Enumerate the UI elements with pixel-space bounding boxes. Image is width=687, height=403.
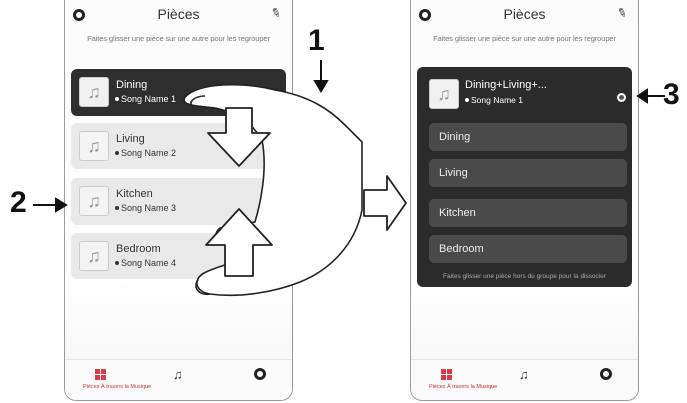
room-card-kitchen[interactable]: ♫ Kitchen Song Name 3: [71, 178, 286, 225]
hand-icon: [183, 83, 363, 297]
room-card-dining[interactable]: ♫ Dining Song Name 1: [71, 69, 286, 116]
group-member-bedroom[interactable]: Bedroom: [429, 235, 627, 263]
arrow-right-icon: [363, 175, 407, 231]
callout-number-1: 1: [308, 24, 325, 57]
logo-icon[interactable]: [73, 9, 85, 21]
music-note-icon: ♫: [79, 186, 109, 216]
room-name: Living: [116, 133, 145, 145]
song-name: Song Name 1: [465, 95, 523, 105]
song-name: Song Name 3: [114, 203, 177, 213]
room-name: Dining: [116, 79, 148, 91]
music-note-icon: ♫: [429, 79, 459, 109]
arrow-down-icon: [207, 107, 271, 167]
logo-icon[interactable]: [419, 9, 431, 21]
hint-text: Faites glisser une pièce sur une autre p…: [87, 34, 270, 43]
group-footer-hint: Faites glisser une pièce hors du groupe …: [443, 273, 606, 280]
hint-text: Faites glisser une pièce sur une autre p…: [433, 34, 616, 43]
music-note-icon: ♫: [79, 77, 109, 107]
music-note-icon: ♫: [79, 131, 109, 161]
group-member-kitchen[interactable]: Kitchen: [429, 199, 627, 227]
bottom-nav: Pièces À travers la Musique ♫: [411, 359, 638, 400]
group-member-dining[interactable]: Dining: [429, 123, 627, 151]
music-note-icon: ♫: [79, 241, 109, 271]
callout-number-3: 3: [663, 78, 680, 111]
rooms-grid-icon[interactable]: [441, 369, 452, 380]
group-toggle-icon[interactable]: [617, 93, 626, 102]
group-card[interactable]: ♫ Dining+Living+... Song Name 1 Dining L…: [417, 67, 632, 287]
group-member-living[interactable]: Living: [429, 159, 627, 187]
ring-icon[interactable]: [254, 368, 266, 380]
ring-icon[interactable]: [600, 368, 612, 380]
nav-rooms-label[interactable]: Pièces À travers la Musique: [83, 384, 152, 390]
page-title: Pièces: [157, 6, 200, 22]
music-note-icon[interactable]: ♫: [173, 367, 183, 382]
nav-rooms-label[interactable]: Pièces À travers la Musique: [429, 384, 498, 390]
room-name: Bedroom: [116, 243, 161, 255]
song-name: Song Name 2: [114, 148, 177, 158]
top-bar: Pièces ✎: [411, 0, 638, 26]
group-name: Dining+Living+...: [465, 79, 547, 91]
page-title: Pièces: [503, 6, 546, 22]
song-name: Song Name 1: [114, 94, 177, 104]
arrow-up-icon: [205, 208, 273, 277]
callout-arrow-2: [33, 197, 68, 213]
right-phone: Pièces ✎ Faites glisser une pièce sur un…: [410, 0, 639, 401]
callout-arrow-1: [313, 60, 329, 93]
rooms-grid-icon[interactable]: [95, 369, 106, 380]
callout-number-2: 2: [10, 186, 27, 219]
callout-arrow-3: [636, 88, 665, 104]
bottom-nav: Pièces À travers la Musique ♫: [65, 359, 292, 400]
room-name: Kitchen: [116, 188, 153, 200]
top-bar: Pièces ✎: [65, 0, 292, 26]
music-note-icon[interactable]: ♫: [519, 367, 529, 382]
song-name: Song Name 4: [114, 258, 177, 268]
